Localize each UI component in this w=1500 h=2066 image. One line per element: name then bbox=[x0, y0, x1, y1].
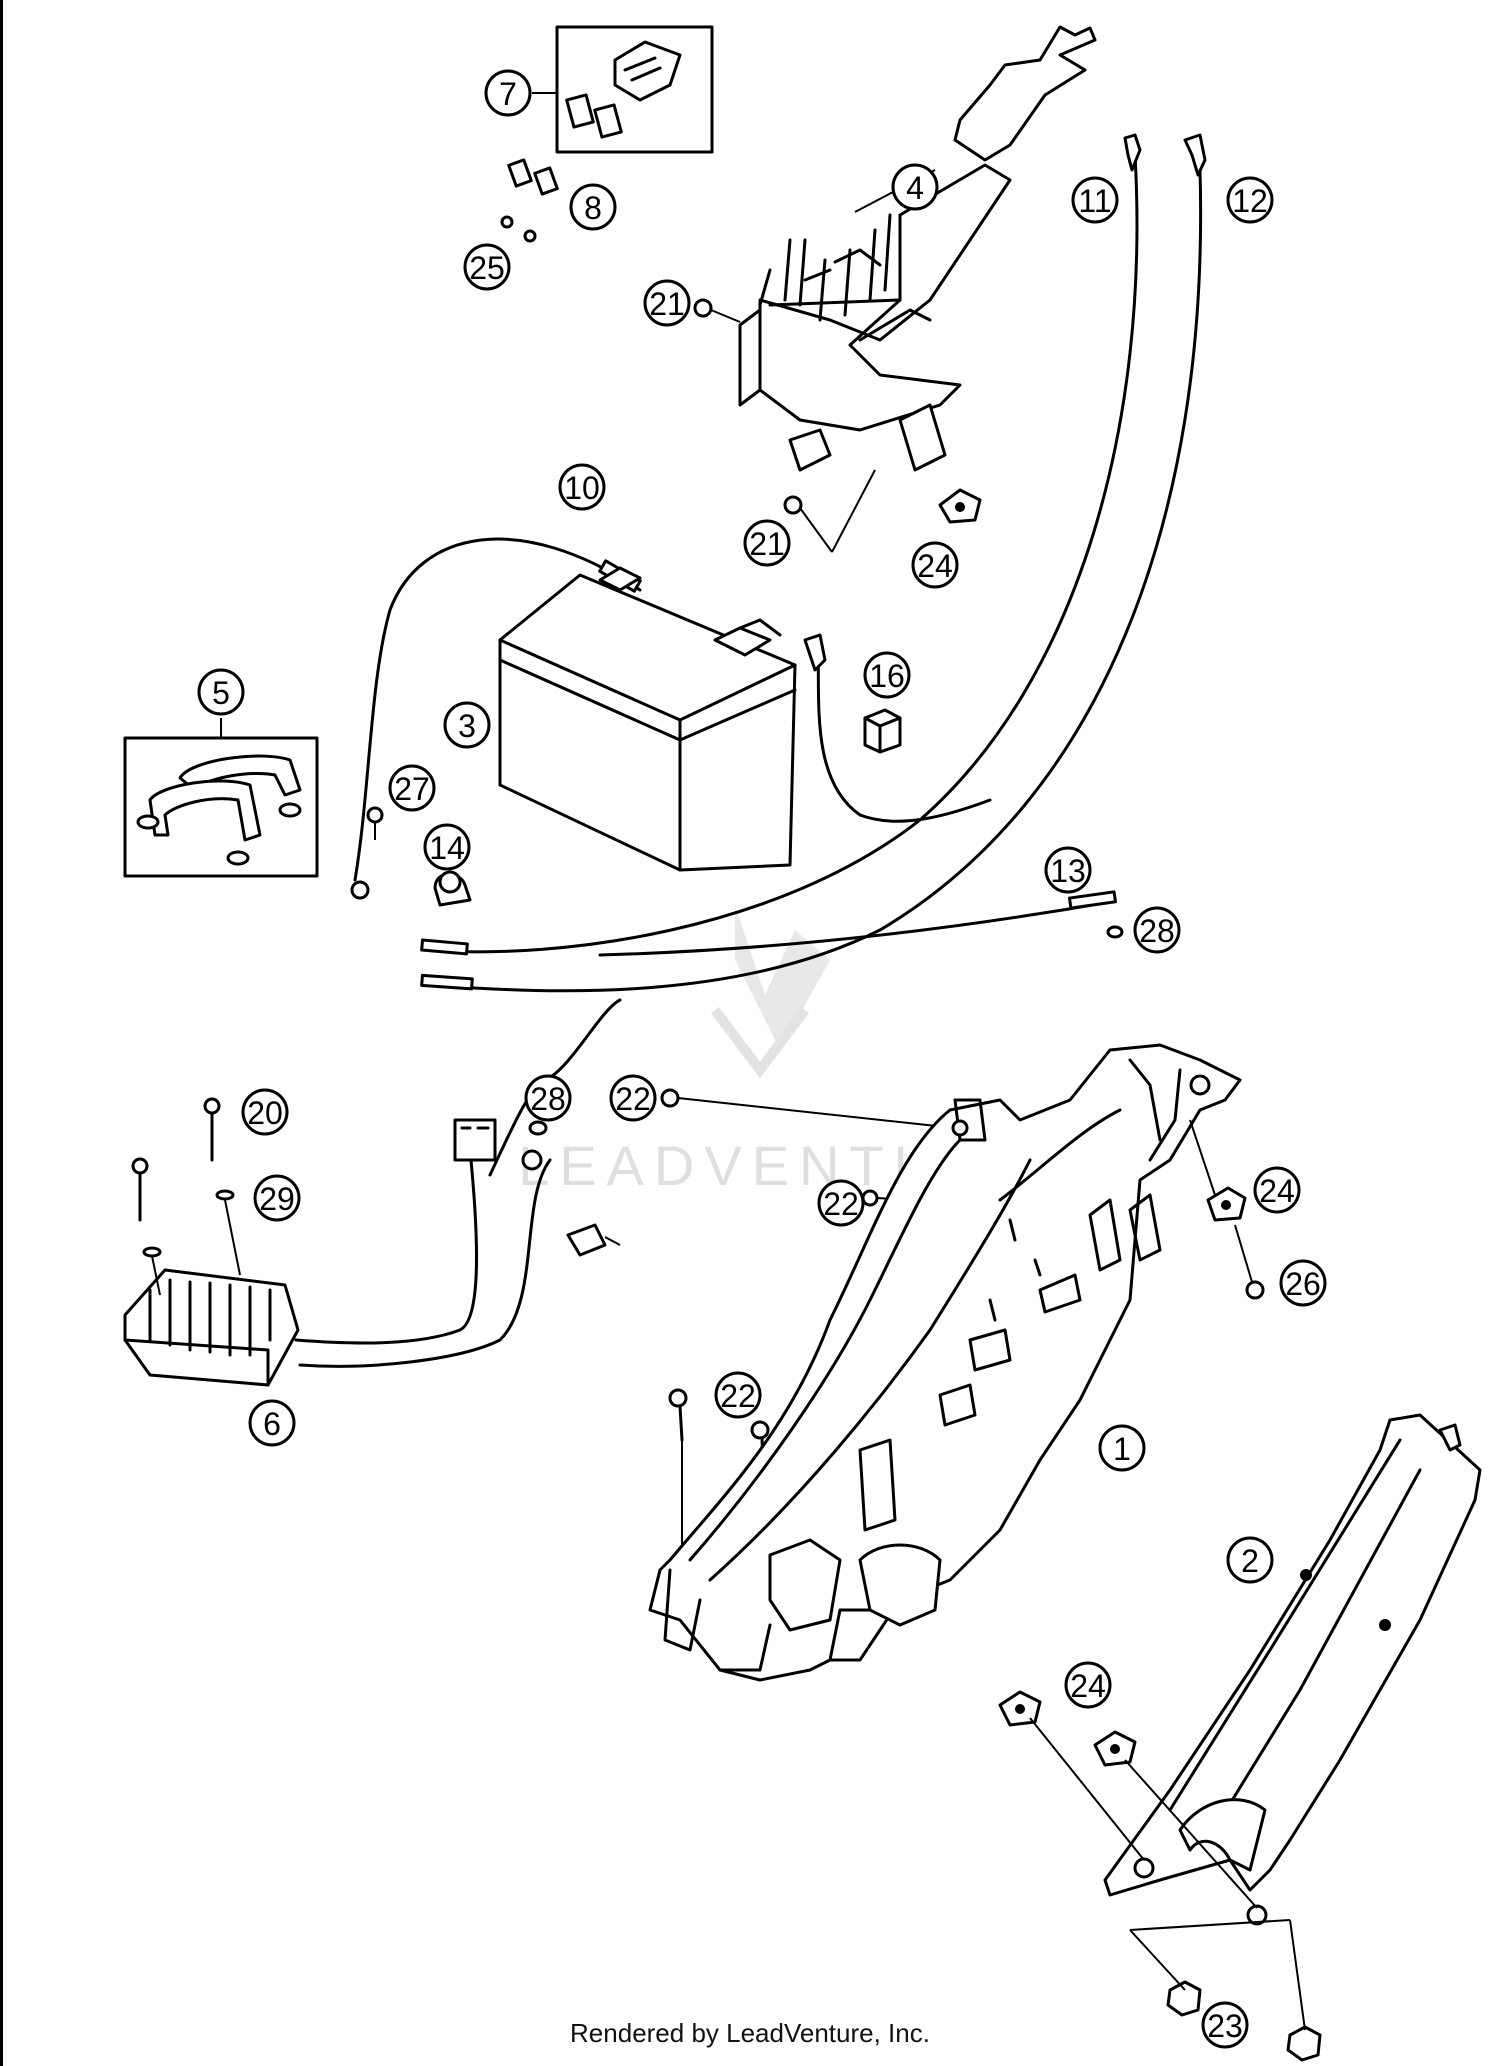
part-12-cable bbox=[420, 133, 1207, 993]
svg-text:24: 24 bbox=[1070, 1668, 1106, 1704]
footer-credit: Rendered by LeadVenture, Inc. bbox=[570, 2018, 930, 2048]
part-20-29-fasteners bbox=[131, 1097, 241, 1296]
callout-6: 6 bbox=[248, 1399, 296, 1447]
svg-text:4: 4 bbox=[906, 170, 924, 206]
svg-text:2: 2 bbox=[1241, 1543, 1259, 1579]
part-13-cable bbox=[598, 890, 1117, 957]
callout-21-lower: 21 bbox=[743, 519, 791, 567]
callout-24-middle: 24 bbox=[1253, 1166, 1301, 1214]
part-25-screws bbox=[500, 215, 537, 243]
callout-20: 20 bbox=[241, 1088, 289, 1136]
part-21-bolts bbox=[693, 298, 876, 553]
svg-text:23: 23 bbox=[1207, 2008, 1243, 2044]
part-2-mudguard-insert bbox=[1103, 1413, 1482, 1926]
part-5-battery-strap bbox=[123, 718, 319, 878]
part-11-cable bbox=[420, 133, 1142, 956]
part-4-electrical-bracket bbox=[738, 25, 1097, 472]
callout-10: 10 bbox=[558, 463, 606, 511]
svg-text:13: 13 bbox=[1050, 853, 1086, 889]
part-26-screw bbox=[1234, 1224, 1265, 1300]
svg-text:12: 12 bbox=[1232, 183, 1268, 219]
svg-text:29: 29 bbox=[259, 1181, 295, 1217]
svg-text:14: 14 bbox=[429, 830, 465, 866]
callout-1: 1 bbox=[1098, 1424, 1146, 1472]
svg-text:26: 26 bbox=[1285, 1266, 1321, 1302]
part-28-nut-upper bbox=[1106, 925, 1124, 939]
page-border-line bbox=[0, 0, 3, 2066]
svg-text:1: 1 bbox=[1113, 1431, 1131, 1467]
svg-text:10: 10 bbox=[564, 470, 600, 506]
part-27-screw bbox=[366, 806, 384, 840]
svg-text:24: 24 bbox=[917, 548, 953, 584]
part-24-clip-nut-middle bbox=[1189, 1119, 1247, 1222]
callout-27: 27 bbox=[388, 764, 436, 812]
callout-12: 12 bbox=[1226, 176, 1274, 224]
svg-text:22: 22 bbox=[720, 1378, 756, 1414]
callout-11: 11 bbox=[1071, 176, 1119, 224]
svg-text:16: 16 bbox=[869, 658, 905, 694]
callout-24-upper: 24 bbox=[911, 541, 959, 589]
part-24-clip-nuts-lower bbox=[998, 1690, 1258, 1909]
callout-5: 5 bbox=[197, 668, 245, 716]
svg-text:6: 6 bbox=[263, 1406, 281, 1442]
callout-16: 16 bbox=[863, 651, 911, 699]
svg-text:28: 28 bbox=[1139, 913, 1175, 949]
svg-text:5: 5 bbox=[212, 675, 230, 711]
part-23-nuts bbox=[1129, 1919, 1322, 2062]
part-14-bulb bbox=[433, 870, 472, 907]
svg-text:28: 28 bbox=[530, 1081, 566, 1117]
callout-28-lower: 28 bbox=[524, 1074, 572, 1122]
svg-text:11: 11 bbox=[1078, 183, 1111, 219]
part-8-terminals bbox=[507, 158, 559, 196]
callout-21-upper: 21 bbox=[643, 279, 691, 327]
callout-3: 3 bbox=[443, 701, 491, 749]
callout-4: 4 bbox=[891, 163, 939, 211]
part-16-relay bbox=[863, 708, 902, 754]
callout-13: 13 bbox=[1044, 846, 1092, 894]
part-7-connector-kit bbox=[532, 25, 714, 154]
callout-29: 29 bbox=[253, 1174, 301, 1222]
callout-2: 2 bbox=[1226, 1536, 1274, 1584]
svg-text:25: 25 bbox=[469, 250, 505, 286]
part-16-cable bbox=[803, 633, 992, 823]
svg-text:22: 22 bbox=[615, 1081, 651, 1117]
callout-25: 25 bbox=[463, 243, 511, 291]
part-24-clip-nut-upper bbox=[938, 488, 982, 524]
part-1-rear-fender bbox=[648, 1043, 1242, 1682]
part-3-battery bbox=[498, 566, 797, 872]
svg-text:21: 21 bbox=[749, 526, 785, 562]
part-28-nut-lower bbox=[528, 1120, 548, 1136]
svg-text:21: 21 bbox=[649, 286, 685, 322]
callout-14: 14 bbox=[423, 823, 471, 871]
callout-22-middle: 22 bbox=[817, 1179, 865, 1227]
part-6-regulator bbox=[123, 998, 622, 1387]
callout-23: 23 bbox=[1201, 2001, 1249, 2049]
svg-text:20: 20 bbox=[247, 1095, 283, 1131]
svg-text:7: 7 bbox=[499, 76, 517, 112]
svg-text:27: 27 bbox=[394, 771, 430, 807]
callout-8: 8 bbox=[569, 183, 617, 231]
callout-22-bottom: 22 bbox=[714, 1371, 762, 1419]
callout-24-lower: 24 bbox=[1064, 1661, 1112, 1709]
svg-text:8: 8 bbox=[584, 190, 602, 226]
callout-7: 7 bbox=[484, 69, 532, 117]
callout-26: 26 bbox=[1279, 1259, 1327, 1307]
callout-28-upper: 28 bbox=[1133, 906, 1181, 954]
svg-text:24: 24 bbox=[1259, 1173, 1295, 1209]
callout-22-top: 22 bbox=[609, 1074, 657, 1122]
svg-text:3: 3 bbox=[458, 708, 476, 744]
svg-text:22: 22 bbox=[823, 1186, 859, 1222]
